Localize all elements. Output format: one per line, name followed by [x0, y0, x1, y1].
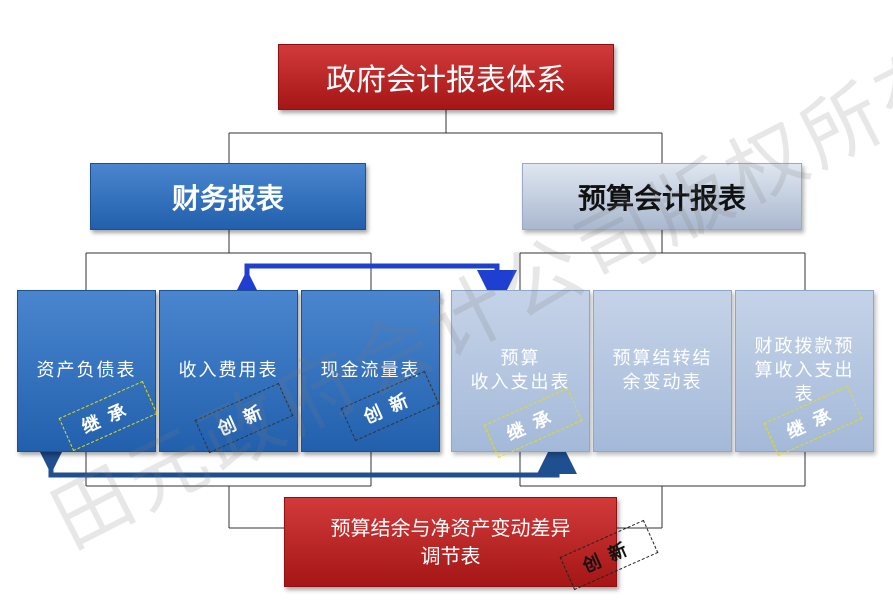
system-title: 政府会计报表体系	[326, 63, 566, 98]
budget-income-expense-box: 预算 收入支出表	[451, 290, 590, 452]
cash-flow-label: 现金流量表	[320, 360, 421, 381]
income-expense-box: 收入费用表	[159, 290, 298, 452]
reconciliation-box: 预算结余与净资产变动差异 调节表	[284, 497, 617, 587]
financial-header: 财务报表	[171, 181, 284, 215]
bottom-double-arrow	[31, 434, 577, 478]
budget-header: 预算会计报表	[577, 181, 746, 215]
budget-carryover-label: 预算结转结 余变动表	[612, 348, 713, 393]
budget-header-box: 预算会计报表	[522, 163, 802, 230]
balance-sheet-label: 资产负债表	[36, 360, 137, 381]
budget-carryover-box: 预算结转结 余变动表	[593, 290, 732, 452]
system-title-box: 政府会计报表体系	[278, 44, 614, 110]
fiscal-appropriation-label: 财政拨款预 算收入支出 表	[754, 336, 855, 405]
cash-flow-box: 现金流量表	[301, 290, 440, 452]
financial-header-box: 财务报表	[90, 163, 366, 230]
balance-sheet-box: 资产负债表	[17, 290, 156, 452]
top-double-arrow	[227, 263, 517, 310]
budget-income-expense-label: 预算 收入支出表	[470, 348, 571, 393]
income-expense-label: 收入费用表	[178, 360, 279, 381]
reconciliation-label: 预算结余与净资产变动差异 调节表	[330, 516, 571, 568]
fiscal-appropriation-box: 财政拨款预 算收入支出 表	[735, 290, 874, 452]
